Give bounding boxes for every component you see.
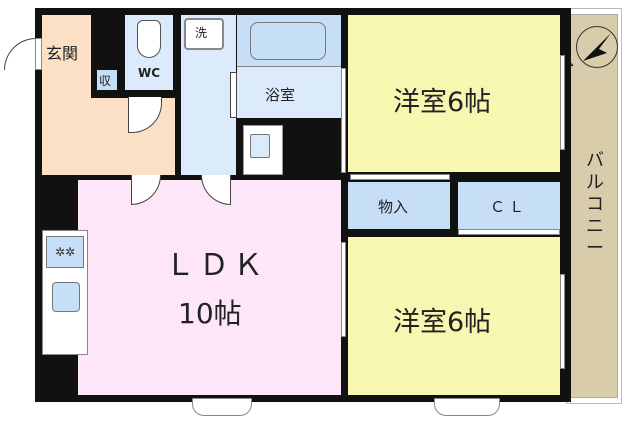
washer-icon[interactable] (184, 18, 224, 50)
western-room-1-label: 洋室6帖 (393, 87, 492, 118)
small-storage-label: 収 (99, 74, 112, 88)
ldk-label: ＬＤＫ (165, 248, 267, 283)
western-room-2-window (560, 274, 565, 369)
western-room-1-window (560, 55, 565, 150)
room-divider-sliding-door[interactable] (341, 68, 346, 173)
toilet-icon (137, 20, 161, 58)
closet (458, 182, 560, 229)
sink-basin-icon (250, 134, 270, 158)
closet-door[interactable] (458, 229, 560, 235)
entrance-label: 玄関 (46, 44, 79, 63)
small-storage (97, 70, 117, 90)
washer-label: 洗 (195, 26, 208, 40)
ldk-sliding-door[interactable] (341, 242, 346, 337)
toilet-label: WC (138, 66, 161, 80)
sink (243, 125, 283, 175)
storage-closet-door[interactable] (350, 174, 450, 180)
ldk (78, 180, 341, 395)
western-room-2-label: 洋室6帖 (393, 307, 492, 338)
entrance-door-frame (35, 38, 42, 70)
entrance-door[interactable] (4, 38, 36, 70)
bathroom-label: 浴室 (265, 86, 296, 104)
western-room-2 (348, 237, 560, 395)
kitchen-sink-icon (52, 282, 80, 312)
western-room-1 (348, 15, 560, 172)
ldk-size-label: 10帖 (178, 297, 242, 330)
stove-icon: ✲✲ (46, 236, 84, 268)
ldk-bay-window (192, 398, 252, 416)
closet-label: ＣＬ (490, 198, 529, 216)
balcony-label: バルコニー (586, 150, 604, 259)
compass-icon (576, 26, 618, 68)
bathroom-door[interactable] (230, 72, 237, 118)
storage-closet (348, 182, 450, 229)
storage-closet-label: 物入 (378, 198, 409, 216)
bathtub-icon (250, 22, 326, 60)
western-room-2-bay-window (434, 398, 500, 416)
